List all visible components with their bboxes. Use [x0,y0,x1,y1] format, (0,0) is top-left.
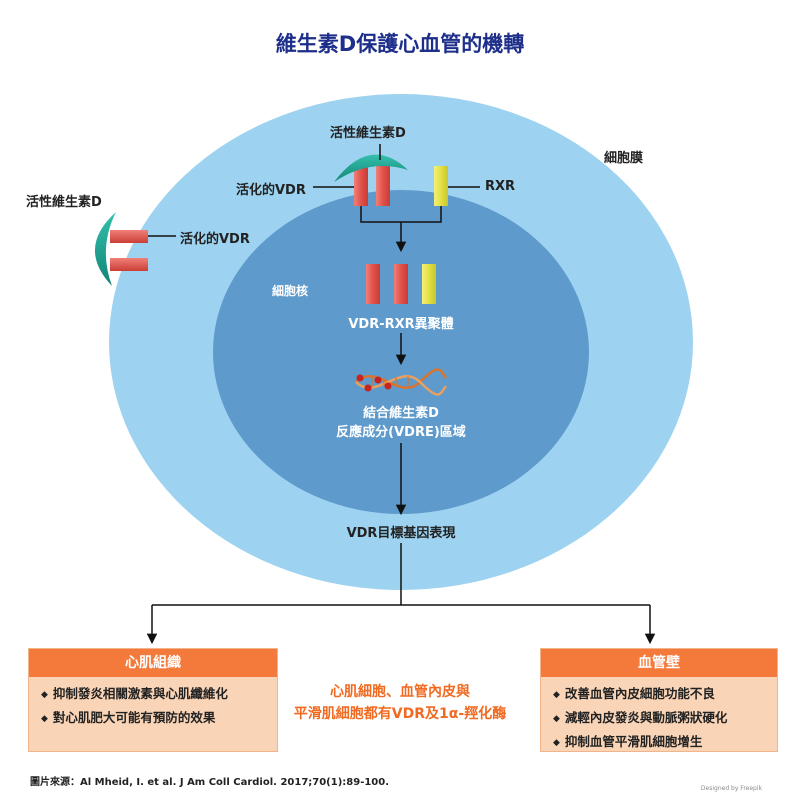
designer-credit: Designed by Freepik [700,785,762,792]
list-item: 改善血管內皮細胞功能不良 [553,683,777,707]
myocardium-effects-list: 抑制發炎相關激素與心肌纖維化 對心肌肥大可能有預防的效果 [29,677,277,731]
outer-vitd-shape [94,212,116,286]
center-note-line1: 心肌細胞、血管內皮與 [330,684,470,700]
inner-vitd-shape [334,154,408,182]
list-item: 對心肌肥大可能有預防的效果 [41,707,277,731]
outcome-connectors [146,543,656,645]
list-item: 抑制血管平滑肌細胞增生 [553,731,777,755]
vessel-wall-effects-list: 改善血管內皮細胞功能不良 減輕內皮發炎與動脈粥狀硬化 抑制血管平滑肌細胞增生 [541,677,777,755]
center-note-line2: 平滑肌細胞都有VDR及1α-羥化酶 [293,706,507,722]
cell-membrane-label: 細胞膜 [604,151,644,166]
myocardium-box-title: 心肌組織 [29,649,277,677]
outer-vdr-label: 活化的VDR [180,232,250,247]
outer-vitd-label: 活性維生素D [26,195,102,210]
image-source: 圖片來源：Al Mheid, I. et al. J Am Coll Cardi… [30,777,390,788]
vessel-wall-box: 血管壁 改善血管內皮細胞功能不良 減輕內皮發炎與動脈粥狀硬化 抑制血管平滑肌細胞… [540,648,778,752]
nucleus-label: 細胞核 [272,284,309,298]
dna-icon [355,368,448,396]
heterodimer-bars [366,264,436,304]
vdre-label-line2: 反應成分(VDRE)區域 [336,425,466,440]
target-gene-label: VDR目標基因表現 [346,526,456,541]
center-note: 心肌細胞、血管內皮與 平滑肌細胞都有VDR及1α-羥化酶 [270,681,530,725]
page-title: 維生素D保護心血管的機轉 [275,32,525,56]
membrane-receptor [94,212,176,286]
list-item: 抑制發炎相關激素與心肌纖維化 [41,683,277,707]
rxr-label: RXR [485,179,516,194]
vdre-label-line1: 結合維生素D [363,406,439,421]
heterodimer-label: VDR-RXR異聚體 [348,317,454,332]
vessel-wall-box-title: 血管壁 [541,649,777,677]
cytoplasm-receptors [313,144,480,253]
inner-vitd-label: 活性維生素D [330,126,406,141]
myocardium-box: 心肌組織 抑制發炎相關激素與心肌纖維化 對心肌肥大可能有預防的效果 [28,648,278,752]
inner-vdr-label: 活化的VDR [236,183,306,198]
list-item: 減輕內皮發炎與動脈粥狀硬化 [553,707,777,731]
